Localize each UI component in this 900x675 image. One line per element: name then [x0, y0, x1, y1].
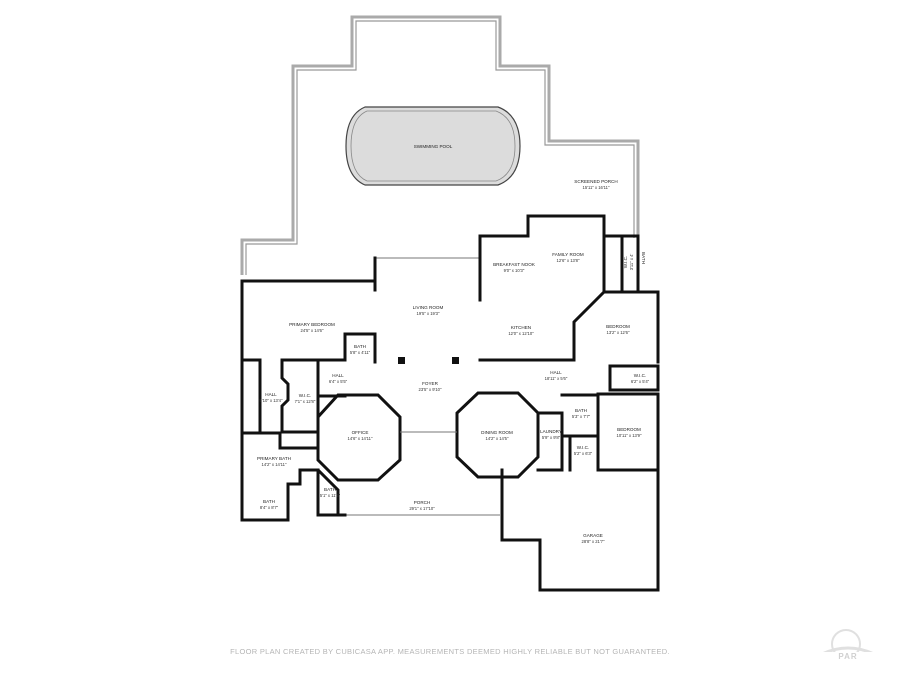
watermark-logo: PAR [820, 629, 876, 661]
house-walls [240, 214, 660, 592]
room-dims-primary-bath: 14'2" x 14'11" [262, 462, 287, 467]
room-dims-bedroom-1: 13'2" x 12'6" [607, 330, 630, 335]
room-dims-wic-2: 7'1" x 12'8" [295, 399, 316, 404]
room-name-bedroom-1: BEDROOM [606, 324, 630, 329]
room-dims-laundry: 5'9" x 9'8" [542, 435, 561, 440]
room-name-wic-2: W.I.C. [299, 393, 312, 398]
pool-deck-outline [240, 15, 640, 275]
room-dims-bath-2: 5'3" x 7'7" [572, 414, 591, 419]
room-dims-hall-3: 5'10" x 13'4" [260, 398, 283, 403]
room-name-breakfast-nook: BREAKFAST NOOK [493, 262, 536, 267]
room-name-hall-3: HALL [265, 392, 277, 397]
room-name-kitchen: KITCHEN [511, 325, 531, 330]
room-dims-hall-2: 18'11" x 5'6" [545, 376, 568, 381]
column [398, 357, 405, 364]
room-dims-living-room: 19'5" x 19'3" [417, 311, 440, 316]
room-dims-bath-4: 8'4" x 8'7" [260, 505, 279, 510]
room-name-wic-3: W.I.C. [577, 445, 590, 450]
room-dims-kitchen: 12'0" x 12'10" [508, 331, 534, 336]
room-dims-bath-1: 5'8" x 4'11" [350, 350, 371, 355]
room-dims-breakfast-nook: 9'0" x 10'3" [504, 268, 525, 273]
room-name-family-room: FAMILY ROOM [552, 252, 584, 257]
room-dims-foyer: 23'5" x 9'10" [419, 387, 442, 392]
room-name-wic-1: W.I.C. [634, 373, 647, 378]
room-dims-office: 14'6" x 14'11" [348, 436, 373, 441]
room-dims-hall-1: 6'4" x 5'5" [329, 379, 348, 384]
room-dims-wic-3: 5'2" x 6'3" [574, 451, 593, 456]
room-dims-screened-porch: 15'11" x 16'11" [582, 185, 610, 190]
room-dims-wic-1: 6'2" x 5'4" [631, 379, 650, 384]
room-dims-primary-bedroom: 24'5" x 14'6" [301, 328, 324, 333]
room-name-living-room: LIVING ROOM [413, 305, 444, 310]
room-name-primary-bedroom: PRIMARY BEDROOM [289, 322, 335, 327]
room-name-bath-2: BATH [575, 408, 587, 413]
room-name-office: OFFICE [352, 430, 369, 435]
room-name-hall-1: HALL [332, 373, 344, 378]
room-name-bath-3: BATH [324, 487, 336, 492]
room-labels: BREAKFAST NOOK 9'0" x 10'3" FAMILY ROOM … [257, 252, 650, 544]
room-name-porch: PORCH [414, 500, 431, 505]
room-name-swimming-pool: SWIMMING POOL [414, 144, 453, 149]
room-dims-family-room: 12'6" x 13'8" [557, 258, 580, 263]
room-name-bath-4: BATH [263, 499, 275, 504]
room-dims-bath-3: 5'1" x 11'5" [320, 493, 341, 498]
room-dims-wic-top: 3'11" x 4' [629, 254, 634, 271]
room-name-garage: GARAGE [583, 533, 603, 538]
column [452, 357, 459, 364]
room-name-primary-bath: PRIMARY BATH [257, 456, 291, 461]
room-name-dining-room: DINING ROOM [481, 430, 513, 435]
room-name-bath-top: BATH [641, 252, 646, 264]
room-name-laundry: LAUNDRY [540, 429, 562, 434]
svg-text:PAR: PAR [838, 652, 857, 661]
room-dims-dining-room: 14'2" x 14'5" [486, 436, 509, 441]
disclaimer-footer: FLOOR PLAN CREATED BY CUBICASA APP. MEAS… [230, 647, 670, 656]
room-dims-porch: 29'1" x 17'10" [409, 506, 435, 511]
room-name-foyer: FOYER [422, 381, 439, 386]
room-name-hall-2: HALL [550, 370, 562, 375]
room-name-bath-1: BATH [354, 344, 366, 349]
room-dims-bedroom-2: 10'11" x 13'9" [617, 433, 642, 438]
swimming-pool: SWIMMING POOL [345, 106, 521, 186]
room-name-screened-porch: SCREENED PORCH [574, 179, 617, 184]
room-name-bedroom-2: BEDROOM [617, 427, 641, 432]
room-name-wic-top: W.I.C. [623, 256, 628, 269]
room-dims-garage: 28'8" x 21'7" [582, 539, 605, 544]
